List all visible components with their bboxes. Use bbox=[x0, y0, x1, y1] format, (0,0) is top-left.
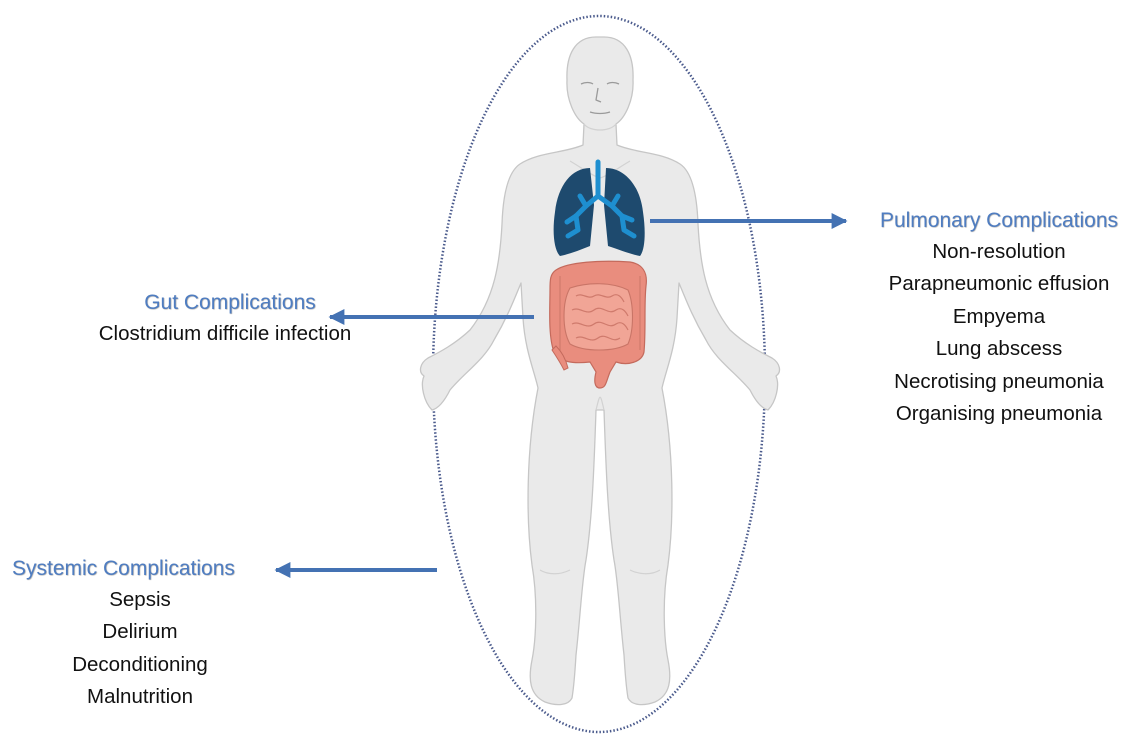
pulmonary-complications-group: Pulmonary Complications Non-resolution P… bbox=[856, 206, 1142, 430]
complication-item: Non-resolution bbox=[856, 236, 1142, 268]
complication-item: Delirium bbox=[0, 616, 280, 648]
complication-item: Organising pneumonia bbox=[856, 398, 1142, 430]
complication-item: Sepsis bbox=[0, 584, 280, 616]
systemic-complications-heading: Systemic Complications bbox=[0, 554, 280, 584]
small-intestine bbox=[564, 284, 633, 350]
complication-item: Malnutrition bbox=[0, 681, 280, 713]
complication-item: Parapneumonic effusion bbox=[856, 268, 1142, 300]
systemic-complications-group: Systemic Complications Sepsis Delirium D… bbox=[0, 554, 280, 714]
complication-item: Clostridium difficile infection bbox=[60, 318, 390, 350]
complication-item: Necrotising pneumonia bbox=[856, 366, 1142, 398]
gut-complications-heading: Gut Complications bbox=[60, 288, 390, 318]
complication-item: Empyema bbox=[856, 301, 1142, 333]
complication-item: Deconditioning bbox=[0, 649, 280, 681]
complication-item: Lung abscess bbox=[856, 333, 1142, 365]
pulmonary-complications-heading: Pulmonary Complications bbox=[856, 206, 1142, 236]
gut-complications-group: Gut Complications Clostridium difficile … bbox=[60, 288, 390, 350]
